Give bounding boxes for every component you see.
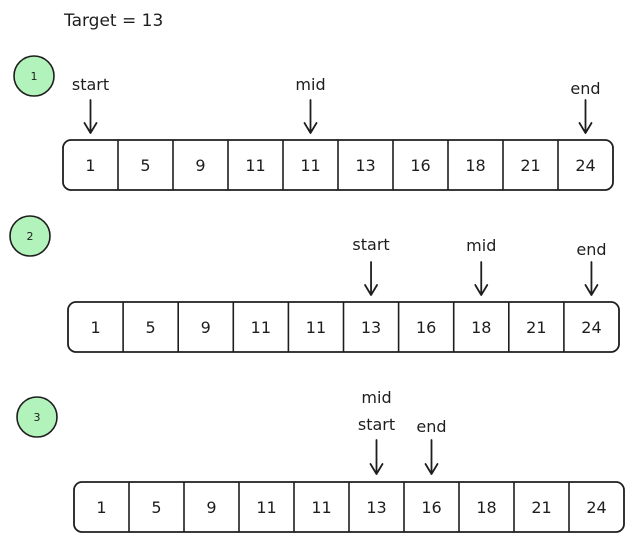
array-cell-value: 1: [90, 318, 100, 337]
target-label: Target = 13: [63, 11, 163, 31]
step-circle: [13, 55, 55, 97]
pointer-start: start: [358, 415, 395, 475]
array-cell-value: 5: [140, 156, 150, 175]
array-cell-value: 9: [201, 318, 211, 337]
array-cell-value: 13: [361, 318, 381, 337]
pointer-label: start: [358, 415, 395, 434]
array-cell-value: 1: [96, 498, 106, 517]
step-badge: 3: [16, 396, 58, 438]
down-arrow-icon: [578, 99, 593, 134]
array-cell-value: 18: [465, 156, 485, 175]
array-cell-value: 18: [471, 318, 491, 337]
step-number: 3: [34, 411, 41, 424]
array-cell-value: 21: [531, 498, 551, 517]
pointer-label: mid: [361, 388, 391, 407]
step-badge: 2: [9, 215, 51, 257]
pointer-label: mid: [466, 236, 496, 255]
array-cell-value: 5: [146, 318, 156, 337]
down-arrow-icon: [369, 439, 384, 475]
array-cell-value: 24: [581, 318, 601, 337]
array-cell-value: 21: [526, 318, 546, 337]
array-row: 1 5 9 11 11 13 16 18 21 24: [67, 301, 620, 353]
array-cell-value: 9: [195, 156, 205, 175]
array-cell-value: 11: [256, 498, 276, 517]
down-arrow-icon: [364, 261, 378, 296]
array-cell-value: 13: [366, 498, 386, 517]
step-number: 1: [31, 70, 38, 83]
pointer-end: end: [570, 79, 601, 134]
pointer-mid: mid: [361, 388, 391, 407]
down-arrow-icon: [303, 99, 318, 134]
down-arrow-icon: [584, 261, 599, 296]
step-number: 2: [27, 230, 34, 243]
pointer-label: start: [72, 75, 109, 94]
step-3: 3 1 5 9 11 11 13 16 18 21 24 mid start end: [16, 388, 625, 533]
pointer-start: start: [72, 75, 109, 134]
array-cell-value: 9: [206, 498, 216, 517]
down-arrow-icon: [474, 261, 489, 296]
array-row: 1 5 9 11 11 13 16 18 21 24: [73, 481, 625, 533]
array-cell-value: 16: [421, 498, 441, 517]
pointer-label: mid: [295, 75, 325, 94]
array-cell-value: 16: [416, 318, 436, 337]
array-cell-value: 16: [410, 156, 430, 175]
pointer-label: start: [352, 235, 389, 254]
pointer-start: start: [352, 235, 390, 296]
array-cell-value: 1: [85, 156, 95, 175]
step-badge: 1: [13, 55, 55, 97]
array-cell-value: 5: [151, 498, 161, 517]
pointer-end: end: [576, 240, 607, 296]
pointer-label: end: [570, 79, 600, 98]
pointer-end: end: [416, 417, 447, 475]
array-cell-value: 11: [311, 498, 331, 517]
step-circle: [9, 215, 51, 257]
array-cell-value: 18: [476, 498, 496, 517]
pointer-label: end: [576, 240, 606, 259]
array-cell-value: 11: [300, 156, 320, 175]
array-cell-value: 11: [245, 156, 265, 175]
pointer-mid: mid: [466, 236, 496, 296]
down-arrow-icon: [83, 99, 98, 134]
array-cell-value: 11: [251, 318, 271, 337]
array-cell-value: 24: [575, 156, 595, 175]
array-cell-value: 21: [520, 156, 540, 175]
array-cell-value: 11: [306, 318, 326, 337]
down-arrow-icon: [424, 439, 439, 475]
array-row: 1 5 9 11 11 13 16 18 21 24: [62, 139, 614, 191]
array-cell-value: 13: [355, 156, 375, 175]
pointer-mid: mid: [295, 75, 326, 134]
step-circle: [16, 396, 58, 438]
pointer-label: end: [416, 417, 446, 436]
array-cell-value: 24: [586, 498, 606, 517]
